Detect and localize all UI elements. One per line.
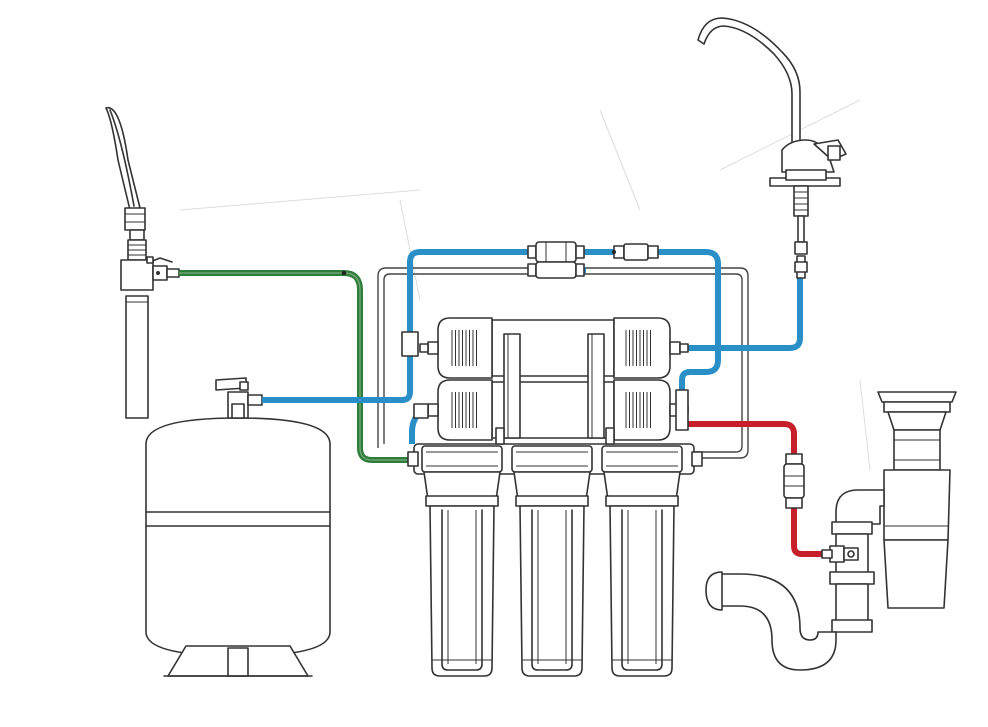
inlet-port xyxy=(407,451,419,467)
background-guides xyxy=(179,99,871,471)
shutoff-valve xyxy=(675,389,689,431)
tee-fitting xyxy=(401,331,419,357)
tank-valve-icon xyxy=(215,377,263,419)
water-supply-pipe-icon xyxy=(105,107,154,419)
riser-pipe xyxy=(605,427,615,445)
drain-saddle-icon xyxy=(821,545,859,563)
prefilter-housing-icon xyxy=(601,445,683,677)
faucet-icon xyxy=(697,17,847,279)
drain-inline-fitting xyxy=(783,453,805,509)
prefilter-housings xyxy=(407,427,703,677)
inlet-tube xyxy=(179,270,418,463)
drain-tube xyxy=(688,421,832,557)
riser-pipe xyxy=(495,427,505,445)
membrane-housing-icon xyxy=(419,379,689,441)
membrane-clamp xyxy=(503,333,521,439)
inline-postfilter-icon xyxy=(527,241,585,279)
outlet-port xyxy=(691,451,703,467)
prefilter-housing-icon xyxy=(421,445,503,677)
prefilter-housing-icon xyxy=(511,445,593,677)
storage-tank-icon xyxy=(145,417,331,677)
membrane-housings xyxy=(401,317,689,441)
mounting-frame xyxy=(377,267,749,459)
flow-restrictor-icon xyxy=(612,243,659,261)
feed-valve-icon xyxy=(146,256,180,281)
membrane-clamp xyxy=(587,333,605,439)
sink-siphon-icon xyxy=(705,391,957,671)
elbow-fitting xyxy=(413,403,429,419)
membrane-housing-icon xyxy=(419,317,689,379)
